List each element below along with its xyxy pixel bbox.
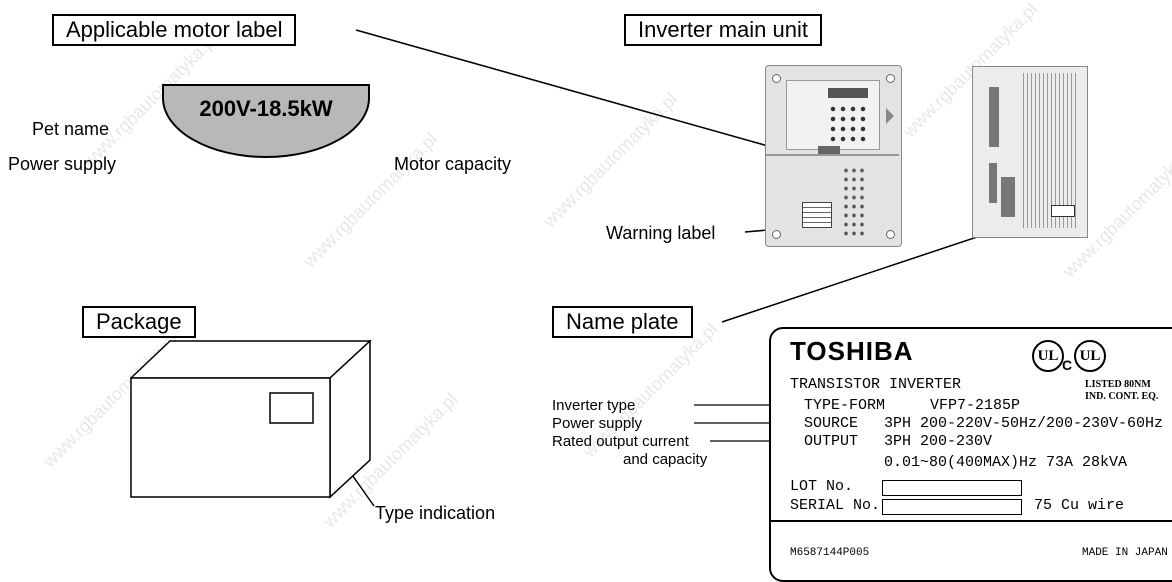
lot-no-field xyxy=(882,480,1022,496)
section-package: Package xyxy=(82,306,196,338)
cul-mark-icon: UL xyxy=(1074,340,1106,372)
output-value: 3PH 200-230V xyxy=(884,433,992,451)
lot-no-label: LOT No. xyxy=(790,478,853,496)
serial-suffix: 75 Cu wire xyxy=(1034,497,1124,515)
pet-name-label: Pet name xyxy=(32,118,109,140)
section-name-plate: Name plate xyxy=(552,306,693,338)
plate-divider xyxy=(771,520,1172,522)
type-form-key: TYPE-FORM xyxy=(804,397,885,415)
source-value: 3PH 200-220V-50Hz/200-230V-60Hz xyxy=(884,415,1163,433)
motor-label-leader xyxy=(356,30,800,155)
warning-label-text: Warning label xyxy=(606,222,715,244)
package-box xyxy=(130,340,380,510)
plate-code: M6587144P005 xyxy=(790,544,869,562)
power-supply-label: Power supply xyxy=(8,153,116,175)
inverter-front-image xyxy=(765,65,902,247)
rated-output-label-2: and capacity xyxy=(623,451,707,468)
motor-label-value: 200V-18.5kW xyxy=(162,96,370,122)
rated-output-label: Rated output current xyxy=(552,433,689,450)
toshiba-logo: TOSHIBA xyxy=(790,336,914,367)
output-key: OUTPUT xyxy=(804,433,858,451)
section-inverter-main-unit: Inverter main unit xyxy=(624,14,822,46)
ul-mark-icon: UL xyxy=(1032,340,1064,372)
power-supply-plate-label: Power supply xyxy=(552,415,642,432)
source-key: SOURCE xyxy=(804,415,858,433)
warning-label-sticker xyxy=(802,202,832,228)
serial-no-label: SERIAL No. xyxy=(790,497,880,515)
type-form-value: VFP7-2185P xyxy=(930,397,1020,415)
inverter-type-label: Inverter type xyxy=(552,397,635,414)
motor-capacity-label: Motor capacity xyxy=(394,153,511,175)
output-value-2: 0.01~80(400MAX)Hz 73A 28kVA xyxy=(884,454,1127,472)
plate-title: TRANSISTOR INVERTER xyxy=(790,376,961,394)
serial-no-field xyxy=(882,499,1022,515)
type-indication-label: Type indication xyxy=(375,502,495,524)
made-in-japan: MADE IN JAPAN xyxy=(1082,544,1168,562)
ul-c-icon: C xyxy=(1062,357,1072,373)
section-motor-label: Applicable motor label xyxy=(52,14,296,46)
inverter-side-image xyxy=(972,66,1088,238)
